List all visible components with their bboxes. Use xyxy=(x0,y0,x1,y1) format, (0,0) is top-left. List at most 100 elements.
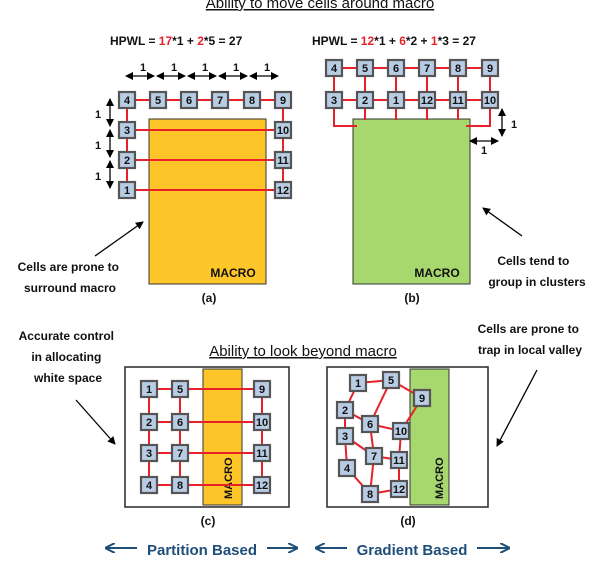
cell: 2 xyxy=(335,400,355,420)
annotation-arrow xyxy=(75,399,116,445)
spacing-label: 1 xyxy=(202,62,208,74)
cell: 5 xyxy=(355,58,375,78)
cell: 9 xyxy=(480,58,500,78)
macro-block xyxy=(148,118,267,285)
cell: 9 xyxy=(412,388,432,408)
cell: 12 xyxy=(389,479,409,499)
cell-label: 10 xyxy=(484,95,496,107)
spacing-label: 1 xyxy=(171,62,177,74)
cell-box xyxy=(448,90,468,110)
cell-label: 6 xyxy=(367,419,373,431)
cell-box xyxy=(480,90,500,110)
cell: 3 xyxy=(139,443,159,463)
cell: 10 xyxy=(480,90,500,110)
cell-label: 5 xyxy=(362,63,368,75)
cell-label: 2 xyxy=(124,155,130,167)
cell-box xyxy=(417,58,437,78)
spacing-label: 1 xyxy=(264,62,270,74)
cell: 12 xyxy=(273,180,293,200)
cell-label: 11 xyxy=(277,155,289,167)
cell-box xyxy=(148,90,168,110)
annotation-arrow xyxy=(482,207,523,237)
cell: 8 xyxy=(170,475,190,495)
cell-box xyxy=(386,90,406,110)
cell-box xyxy=(139,412,159,432)
cell: 3 xyxy=(117,120,137,140)
heading-middle: Ability to look beyond macro xyxy=(209,343,397,360)
cell-label: 5 xyxy=(177,384,183,396)
cell-box xyxy=(364,446,384,466)
cell: 6 xyxy=(179,90,199,110)
cell-label: 9 xyxy=(487,63,493,75)
nets xyxy=(126,99,284,191)
macro-label: MACRO xyxy=(434,457,446,499)
cell-label: 7 xyxy=(217,95,223,107)
cell-label: 12 xyxy=(421,95,433,107)
panel-a: HPWL = 17*1 + 2*5 = 27 1 1 1 1 1 1 1 1 xyxy=(18,34,293,305)
cell-label: 11 xyxy=(393,455,405,467)
cell-label: 5 xyxy=(155,95,161,107)
cell: 7 xyxy=(417,58,437,78)
cell-label: 4 xyxy=(124,95,131,107)
dimension-label: 1 xyxy=(481,145,487,157)
panel-caption: (a) xyxy=(202,291,217,305)
vertical-spacing-label: 1 xyxy=(95,140,101,152)
cell-box xyxy=(324,58,344,78)
cell-label: 7 xyxy=(177,448,183,460)
cell: 4 xyxy=(324,58,344,78)
cell-label: 12 xyxy=(277,185,289,197)
cell-box xyxy=(252,379,272,399)
cell: 8 xyxy=(448,58,468,78)
cell-box xyxy=(273,150,293,170)
cell-label: 3 xyxy=(146,448,152,460)
cell-box xyxy=(355,58,375,78)
cell-label: 12 xyxy=(256,480,268,492)
cell-label: 3 xyxy=(342,431,348,443)
footer-right-label: Gradient Based xyxy=(357,542,468,559)
cell-label: 12 xyxy=(393,484,405,496)
nets xyxy=(148,388,263,486)
cell: 6 xyxy=(386,58,406,78)
cell-box xyxy=(273,90,293,110)
footer-left-label: Partition Based xyxy=(147,542,257,559)
cell-label: 3 xyxy=(124,125,130,137)
cell-label: 1 xyxy=(355,378,361,390)
cell: 8 xyxy=(360,484,380,504)
annotation-c: Accurate control in allocating white spa… xyxy=(19,329,118,385)
cell-box xyxy=(170,443,190,463)
cell-box xyxy=(360,484,380,504)
cell-box xyxy=(170,412,190,432)
cell-box xyxy=(117,90,137,110)
cell-box xyxy=(117,150,137,170)
cell-label: 6 xyxy=(177,417,183,429)
vertical-spacing-label: 1 xyxy=(95,171,101,183)
annotation-arrow xyxy=(496,369,538,447)
cell-box xyxy=(355,90,375,110)
cell-box xyxy=(170,475,190,495)
cell-label: 7 xyxy=(371,451,377,463)
cell-box xyxy=(139,443,159,463)
cell-label: 11 xyxy=(452,95,464,107)
macro-label: MACRO xyxy=(414,266,459,280)
cell: 5 xyxy=(148,90,168,110)
cell: 12 xyxy=(417,90,437,110)
cell-box xyxy=(170,379,190,399)
cell-label: 9 xyxy=(259,384,265,396)
cell-box xyxy=(335,400,355,420)
annotation-arrow xyxy=(94,221,144,257)
cell-box xyxy=(273,120,293,140)
cell: 3 xyxy=(335,426,355,446)
annotation-d: Cells are prone to trap in local valley xyxy=(478,322,583,357)
cell-box xyxy=(242,90,262,110)
heading-top: Ability to move cells around macro xyxy=(206,0,434,12)
cell-box xyxy=(480,58,500,78)
cell: 11 xyxy=(389,450,409,470)
dimension-arrows xyxy=(469,108,506,145)
cell-box xyxy=(117,120,137,140)
cell-label: 1 xyxy=(124,185,130,197)
cell-box xyxy=(417,90,437,110)
